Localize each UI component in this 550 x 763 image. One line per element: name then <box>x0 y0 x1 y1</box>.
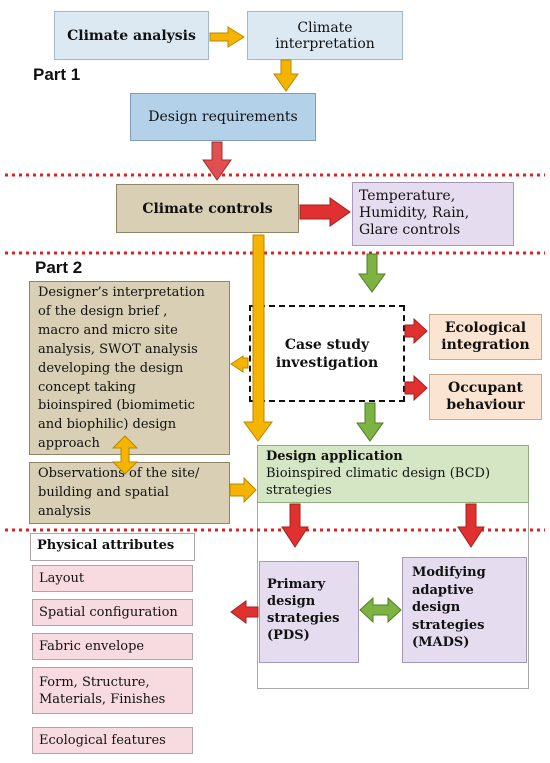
arrow-analysis-to-interpretation <box>209 26 245 48</box>
pds-line-1: Primary <box>267 577 326 592</box>
climate-controls-box: Climate controls <box>116 184 299 233</box>
design-application-box: Design application Bioinspired climatic … <box>257 445 529 503</box>
case-study-box: Case study investigation <box>249 305 405 402</box>
physical-attributes-title: Physical attributes <box>30 533 195 561</box>
climate-analysis-label: Climate analysis <box>67 27 196 44</box>
designer-interpretation-line-6: concept taking <box>38 379 136 395</box>
ecological-integration-line-2: integration <box>441 337 530 353</box>
observations-line-1: Observations of the site/ <box>38 466 200 481</box>
pds-line-3: strategies <box>267 611 340 626</box>
occupant-behaviour-line-2: behaviour <box>446 397 525 413</box>
arrow-interpretation-to-requirements <box>273 59 299 92</box>
arrow-to-occupant-behaviour <box>404 374 428 402</box>
ecological-integration-line-1: Ecological <box>444 320 527 336</box>
part-2-label: Part 2 <box>35 258 83 277</box>
arrow-application-to-pds <box>281 503 309 548</box>
designer-interpretation-line-1: Designer’s interpretation <box>38 285 205 300</box>
observations-line-3: analysis <box>38 503 91 519</box>
climate-analysis-box: Climate analysis <box>54 11 209 60</box>
attribute-ecological-features: Ecological features <box>32 727 193 754</box>
arrow-observations-to-design-application <box>229 476 257 504</box>
mads-line-4: strategies <box>412 617 485 633</box>
designer-interpretation-line-4: analysis, SWOT analysis <box>38 341 198 357</box>
climate-interpretation-line-2: interpretation <box>275 35 375 52</box>
designer-interpretation-line-7: bioinspired (biomimetic <box>38 398 195 414</box>
attribute-form-structure: Form, Structure, Materials, Finishes <box>32 667 193 714</box>
design-requirements-box: Design requirements <box>130 93 316 141</box>
arrow-to-ecological-integration <box>404 317 428 345</box>
arrow-application-to-mads <box>457 503 485 548</box>
observations-line-2: building and spatial <box>38 484 169 500</box>
pds-box: Primary design strategies (PDS) <box>259 561 359 663</box>
climate-interpretation-box: Climate interpretation <box>247 11 403 60</box>
arrow-pds-mads-link <box>359 596 402 624</box>
controls-list-line-2: Humidity, Rain, <box>359 205 470 221</box>
design-application-line-1: Bioinspired climatic design (BCD) <box>266 466 491 481</box>
climate-controls-label: Climate controls <box>142 200 273 217</box>
controls-list-line-1: Temperature, <box>359 188 456 204</box>
climate-interpretation-line-1: Climate <box>297 19 353 36</box>
mads-line-5: (MADS) <box>412 635 470 650</box>
design-application-line-2: strategies <box>266 483 332 498</box>
arrow-requirements-to-controls <box>202 141 232 181</box>
pds-line-4: (PDS) <box>267 628 310 643</box>
arrow-pds-to-physical-attributes <box>230 600 259 624</box>
designer-interpretation-line-8: and biophilic) design <box>38 417 177 433</box>
arrow-case-study-to-design-application <box>356 402 384 442</box>
designer-interpretation-line-3: macro and micro site <box>38 322 178 338</box>
design-application-title: Design application <box>266 449 403 464</box>
designer-interpretation-line-9: approach <box>38 436 100 452</box>
pds-line-2: design <box>267 594 316 609</box>
mads-box: Modifying adaptive design strategies (MA… <box>402 557 527 663</box>
ecological-integration-box: Ecological integration <box>429 314 542 360</box>
occupant-behaviour-line-1: Occupant <box>448 380 523 396</box>
case-study-line-2: investigation <box>275 354 379 371</box>
arrow-controls-to-design-application <box>243 234 273 442</box>
attribute-fabric-envelope: Fabric envelope <box>32 633 193 660</box>
observations-box: Observations of the site/ building and s… <box>29 462 230 524</box>
arrow-interpretation-observations-link <box>111 435 139 475</box>
arrow-to-designer-interpretation <box>230 355 249 373</box>
arrow-list-to-case-study <box>358 253 386 293</box>
controls-list-line-3: Glare controls <box>359 222 461 238</box>
controls-list-box: Temperature, Humidity, Rain, Glare contr… <box>352 182 514 246</box>
case-study-line-1: Case study <box>284 336 370 353</box>
part-1-label: Part 1 <box>33 65 81 84</box>
mads-line-1: Modifying <box>412 565 486 580</box>
occupant-behaviour-box: Occupant behaviour <box>429 374 542 420</box>
designer-interpretation-line-5: developing the design <box>38 360 184 376</box>
designer-interpretation-line-2: of the design brief , <box>38 303 168 319</box>
attribute-spatial-configuration: Spatial configuration <box>32 599 193 626</box>
mads-line-2: adaptive <box>412 582 474 598</box>
designer-interpretation-box: Designer’s interpretation of the design … <box>29 281 230 455</box>
arrow-controls-to-list <box>299 197 351 227</box>
design-requirements-label: Design requirements <box>148 109 298 125</box>
attribute-layout: Layout <box>32 565 193 592</box>
mads-line-3: design <box>412 600 461 615</box>
